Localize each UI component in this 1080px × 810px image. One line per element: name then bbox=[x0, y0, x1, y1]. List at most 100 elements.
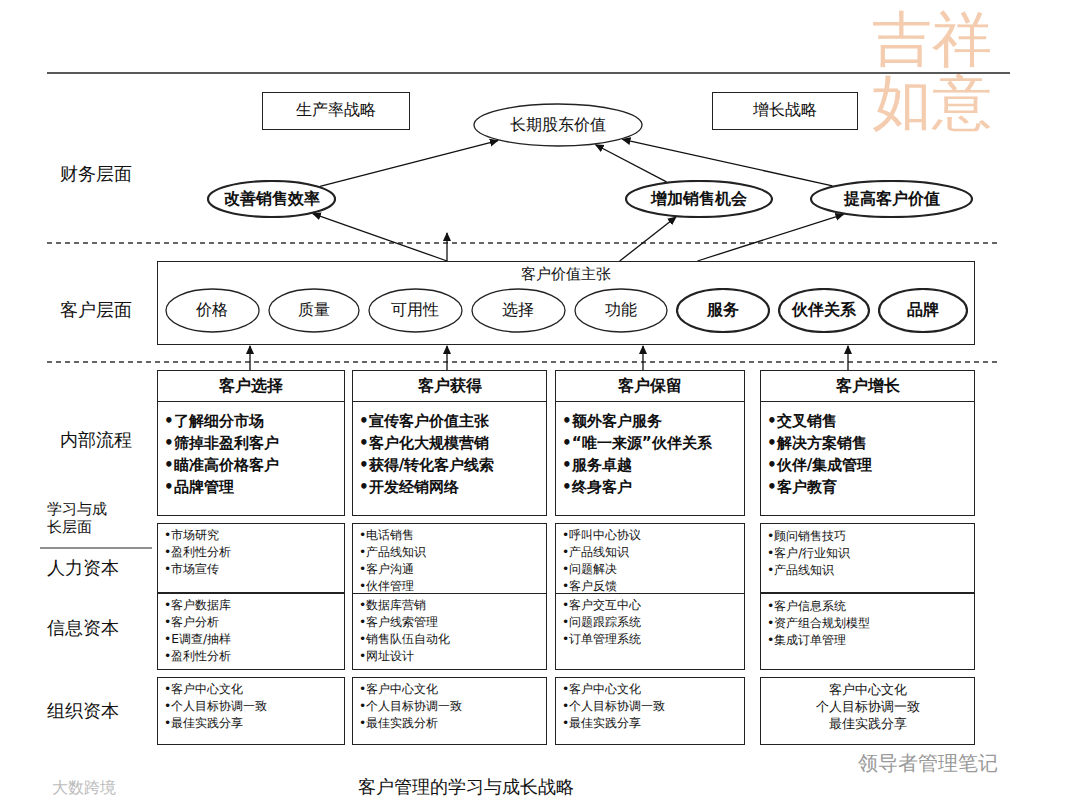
top-rule bbox=[47, 72, 1010, 74]
up-arrow bbox=[446, 233, 447, 261]
capability-item: •盈利性分析 bbox=[158, 648, 344, 665]
arrow-connector bbox=[847, 346, 848, 370]
node-text: 品牌 bbox=[907, 300, 939, 321]
node-text: 增长战略 bbox=[713, 93, 857, 128]
node-text: 生产率战略 bbox=[263, 93, 409, 128]
capability-box: •呼叫中心协议•产品线知识•问题解决•客户反馈 bbox=[555, 523, 745, 598]
capability-item: •顾问销售技巧 bbox=[761, 524, 974, 544]
dashed-divider bbox=[47, 242, 1000, 244]
capability-item: •销售队伍自动化 bbox=[353, 631, 546, 648]
arrow-connector bbox=[446, 346, 447, 370]
capability-item: •最佳实践分享 bbox=[158, 715, 344, 732]
capability-item: •电话销售 bbox=[353, 524, 546, 544]
layer-label: 客户层面 bbox=[60, 298, 132, 322]
capability-item: •市场宣传 bbox=[158, 561, 344, 578]
capability-box: •电话销售•产品线知识•客户沟通•伙伴管理 bbox=[352, 523, 547, 598]
node-text: 提高客户价值 bbox=[844, 189, 940, 210]
value-ellipse: 价格 bbox=[165, 288, 260, 333]
process-heading: 客户增长 bbox=[761, 371, 974, 402]
layer-label: 组织资本 bbox=[47, 699, 119, 723]
capability-item: •产品线知识 bbox=[556, 544, 744, 561]
value-ellipse: 伙伴关系 bbox=[778, 288, 870, 333]
process-item: •客户教育 bbox=[761, 476, 974, 498]
capability-item: •集成订单管理 bbox=[761, 631, 974, 648]
node-text: 功能 bbox=[605, 300, 637, 321]
layer-label: 学习与成长层面 bbox=[47, 500, 115, 536]
node-text: 改善销售效率 bbox=[224, 189, 320, 210]
process-item: •品牌管理 bbox=[158, 476, 344, 498]
caption: 客户管理的学习与成长战略 bbox=[358, 775, 574, 799]
capability-box: •客户中心文化•个人目标协调一致•最佳实践分享 bbox=[555, 677, 745, 745]
capability-item: •网址设计 bbox=[353, 648, 546, 665]
capability-item: •最佳实践分析 bbox=[353, 715, 546, 732]
capability-item: •产品线知识 bbox=[761, 561, 974, 578]
value-ellipse: 增加销售机会 bbox=[625, 180, 773, 218]
arrow-connector bbox=[620, 217, 676, 261]
capability-box: •客户中心文化•个人目标协调一致•最佳实践分享 bbox=[157, 677, 345, 745]
capability-item: •客户分析 bbox=[158, 614, 344, 631]
process-item: •客户化大规模营销 bbox=[353, 432, 546, 454]
process-item: •“唯一来源”伙伴关系 bbox=[556, 432, 744, 454]
arrow-connector bbox=[697, 214, 843, 261]
section-rule bbox=[40, 547, 152, 548]
node-text: 伙伴关系 bbox=[792, 300, 856, 321]
capability-item: 客户中心文化 bbox=[761, 678, 974, 698]
value-ellipse: 可用性 bbox=[368, 288, 463, 333]
node-text: 客户价值主张 bbox=[158, 262, 974, 284]
capability-item: •产品线知识 bbox=[353, 544, 546, 561]
value-ellipse: 服务 bbox=[676, 288, 770, 333]
process-item: •宣传客户价值主张 bbox=[353, 410, 546, 432]
strategy-box: 增长战略 bbox=[712, 92, 858, 130]
capability-box: •客户交互中心•问题跟踪系统•订单管理系统 bbox=[555, 593, 745, 670]
node-text: 质量 bbox=[298, 300, 330, 321]
watermark: 大数跨境 bbox=[52, 778, 116, 799]
capability-item: •市场研究 bbox=[158, 524, 344, 544]
capability-item: •个人目标协调一致 bbox=[158, 698, 344, 715]
capability-box: •客户数据库•客户分析•E调查/抽样•盈利性分析 bbox=[157, 593, 345, 670]
value-ellipse: 改善销售效率 bbox=[207, 180, 336, 218]
capability-item: •客户线索管理 bbox=[353, 614, 546, 631]
arrow-connector bbox=[320, 141, 498, 187]
process-item: •获得/转化客户线索 bbox=[353, 454, 546, 476]
capability-item: •E调查/抽样 bbox=[158, 631, 344, 648]
process-item: •了解细分市场 bbox=[158, 410, 344, 432]
capability-item: •数据库营销 bbox=[353, 594, 546, 614]
layer-label: 信息资本 bbox=[47, 616, 119, 640]
value-ellipse: 质量 bbox=[268, 288, 360, 333]
node-text: 服务 bbox=[707, 300, 739, 321]
process-heading: 客户获得 bbox=[353, 371, 546, 402]
dashed-divider bbox=[47, 361, 1000, 363]
arrow-connector bbox=[596, 145, 667, 182]
process-item: •开发经销网络 bbox=[353, 476, 546, 498]
node-text: 长期股东价值 bbox=[510, 115, 606, 136]
capability-box: •市场研究•盈利性分析•市场宣传 bbox=[157, 523, 345, 593]
capability-box: •客户信息系统•资产组合规划模型•集成订单管理 bbox=[760, 593, 975, 670]
process-item: •筛掉非盈利客户 bbox=[158, 432, 344, 454]
capability-item: •客户中心文化 bbox=[158, 678, 344, 698]
process-item: •解决方案销售 bbox=[761, 432, 974, 454]
process-box: 客户选择•了解细分市场•筛掉非盈利客户•瞄准高价格客户•品牌管理 bbox=[157, 370, 345, 516]
capability-item: •客户中心文化 bbox=[556, 678, 744, 698]
arrow-connector bbox=[642, 346, 643, 370]
arrow-connector bbox=[313, 214, 447, 261]
value-ellipse: 提高客户价值 bbox=[810, 180, 973, 218]
capability-item: •问题解决 bbox=[556, 561, 744, 578]
node-text: 选择 bbox=[502, 300, 534, 321]
capability-item: •客户沟通 bbox=[353, 561, 546, 578]
process-box: 客户增长•交叉销售•解决方案销售•伙伴/集成管理•客户教育 bbox=[760, 370, 975, 516]
watermark: 领导者管理笔记 bbox=[858, 750, 998, 777]
value-ellipse: 长期股东价值 bbox=[473, 103, 643, 147]
process-heading: 客户保留 bbox=[556, 371, 744, 402]
arrow-connector bbox=[249, 346, 250, 370]
watermark: 吉祥如意 bbox=[872, 8, 996, 134]
node-text: 可用性 bbox=[391, 300, 439, 321]
layer-label: 人力资本 bbox=[47, 556, 119, 580]
capability-item: •客户交互中心 bbox=[556, 594, 744, 614]
capability-item: •客户信息系统 bbox=[761, 594, 974, 614]
process-item: •交叉销售 bbox=[761, 410, 974, 432]
value-ellipse: 品牌 bbox=[878, 288, 968, 333]
value-ellipse: 功能 bbox=[574, 288, 668, 333]
capability-item: •呼叫中心协议 bbox=[556, 524, 744, 544]
capability-item: •订单管理系统 bbox=[556, 631, 744, 648]
capability-item: •问题跟踪系统 bbox=[556, 614, 744, 631]
